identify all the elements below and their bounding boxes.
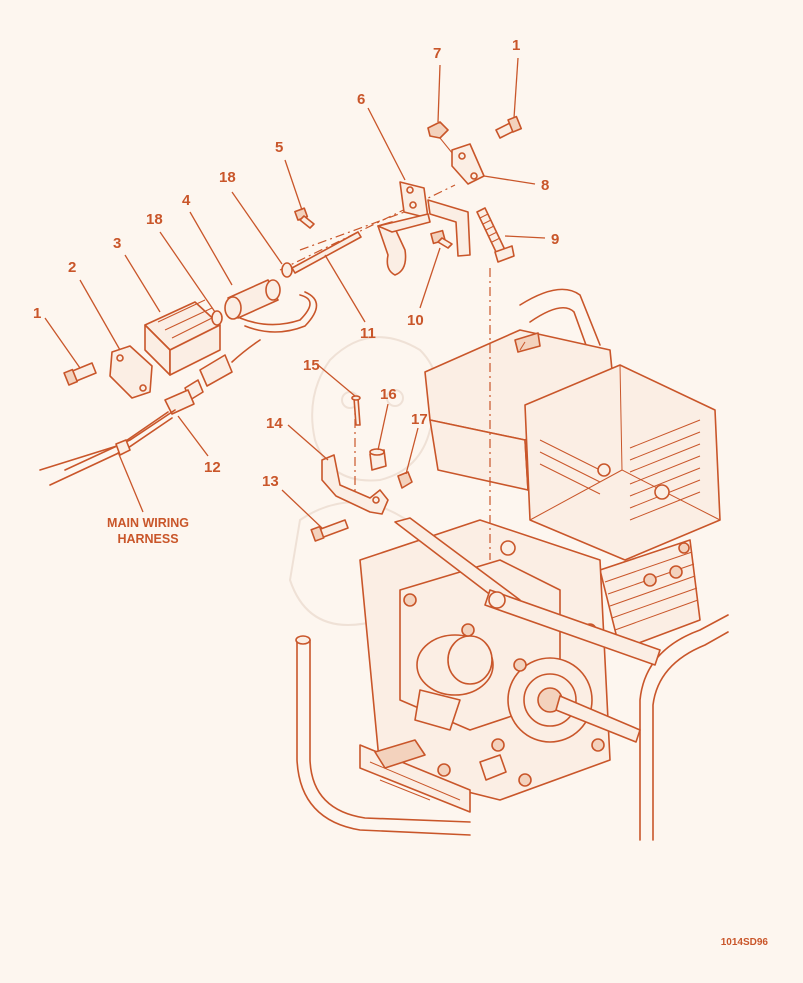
part-12-connector — [39, 339, 261, 486]
part-8-plate — [451, 143, 485, 185]
part-16-spacer — [369, 448, 387, 471]
part-2-gasket — [109, 345, 153, 399]
callout-14: 14 — [266, 415, 283, 432]
callout-4: 4 — [182, 192, 191, 209]
part-1-screw-right — [495, 115, 523, 139]
part-3-coil — [144, 299, 221, 376]
callout-16: 16 — [380, 386, 397, 403]
callout-17: 17 — [411, 411, 428, 428]
callout-13: 13 — [262, 473, 279, 490]
callout-2: 2 — [68, 259, 76, 276]
callout-9: 9 — [551, 231, 559, 248]
part-13-screw — [310, 519, 349, 542]
callout-6: 6 — [357, 91, 365, 108]
harness-label-line1: MAIN WIRING — [107, 516, 189, 530]
callout-11: 11 — [360, 325, 376, 342]
callout-5: 5 — [275, 139, 283, 156]
part-5-screw — [294, 207, 315, 229]
callout-7: 7 — [433, 45, 441, 62]
part-15-pin — [351, 395, 361, 426]
part-18-washer-right — [281, 262, 293, 278]
callout-18-right: 18 — [219, 169, 236, 186]
callout-8: 8 — [541, 177, 549, 194]
drawing-code: 1014SD96 — [721, 937, 769, 948]
part-4-solenoid — [224, 279, 318, 333]
callouts: 1 2 3 18 4 18 5 6 7 1 8 9 10 11 12 15 16… — [33, 37, 559, 490]
assembly-lines — [279, 184, 491, 560]
part-10-screw — [430, 229, 453, 249]
callout-18-left: 18 — [146, 211, 163, 228]
callout-10: 10 — [407, 312, 424, 329]
callout-1-left: 1 — [33, 305, 41, 322]
part-17-nut — [397, 471, 413, 489]
part-6-bracket — [377, 181, 471, 276]
callout-1-right: 1 — [512, 37, 520, 54]
part-9-bolt — [476, 207, 515, 263]
callout-3: 3 — [113, 235, 121, 252]
harness-label-line2: HARNESS — [117, 532, 178, 546]
part-18-washer-left — [211, 310, 223, 326]
part-1-screw-left — [63, 362, 97, 386]
part-14-lever — [321, 454, 389, 515]
callout-12: 12 — [204, 459, 221, 476]
engine-assembly — [295, 288, 729, 841]
part-11-rod — [291, 231, 362, 274]
leader-lines — [44, 57, 546, 529]
callout-15: 15 — [303, 357, 320, 374]
